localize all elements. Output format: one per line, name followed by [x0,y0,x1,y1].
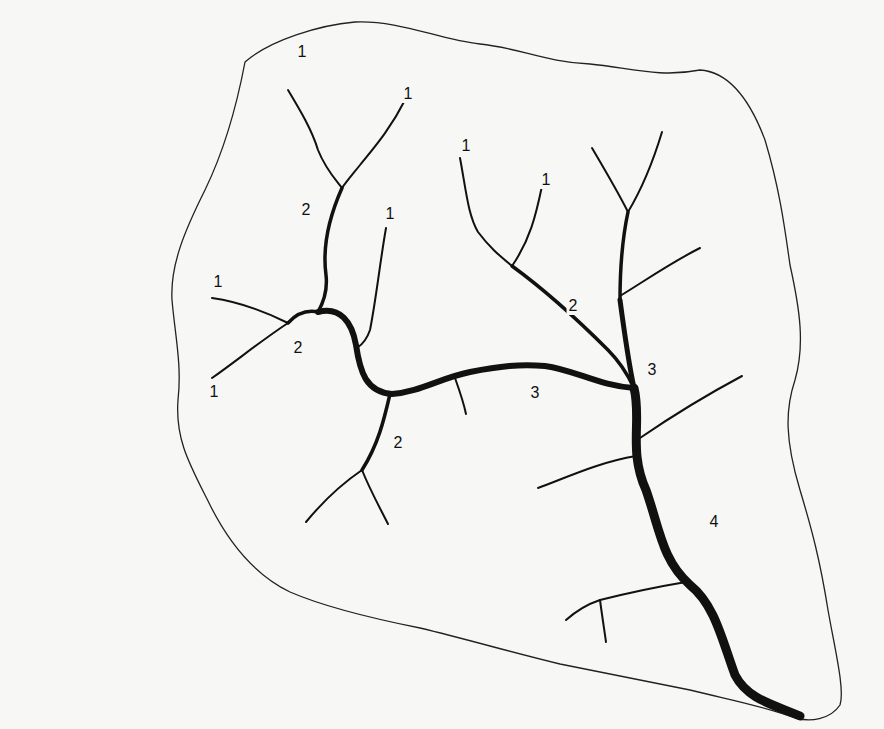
stream-order-number: 1 [460,137,473,155]
stream-order-number: 3 [646,361,659,379]
stream-order-number: 1 [384,205,397,223]
stream-order-number: 1 [296,43,309,61]
stream-order-number: 1 [212,273,225,291]
basin-divide [172,22,842,720]
stream-order-number: 4 [708,513,721,531]
stream-order-number: 2 [292,339,305,357]
stream-order-number: 2 [392,434,405,452]
stream-order-number: 1 [208,383,221,401]
stream-order-number: 2 [567,297,580,315]
stream-order-number: 1 [402,85,415,103]
stream-order-number: 1 [540,171,553,189]
stream-network [212,90,800,716]
stream-order-number: 3 [529,384,542,402]
stream-order-number: 2 [300,201,313,219]
